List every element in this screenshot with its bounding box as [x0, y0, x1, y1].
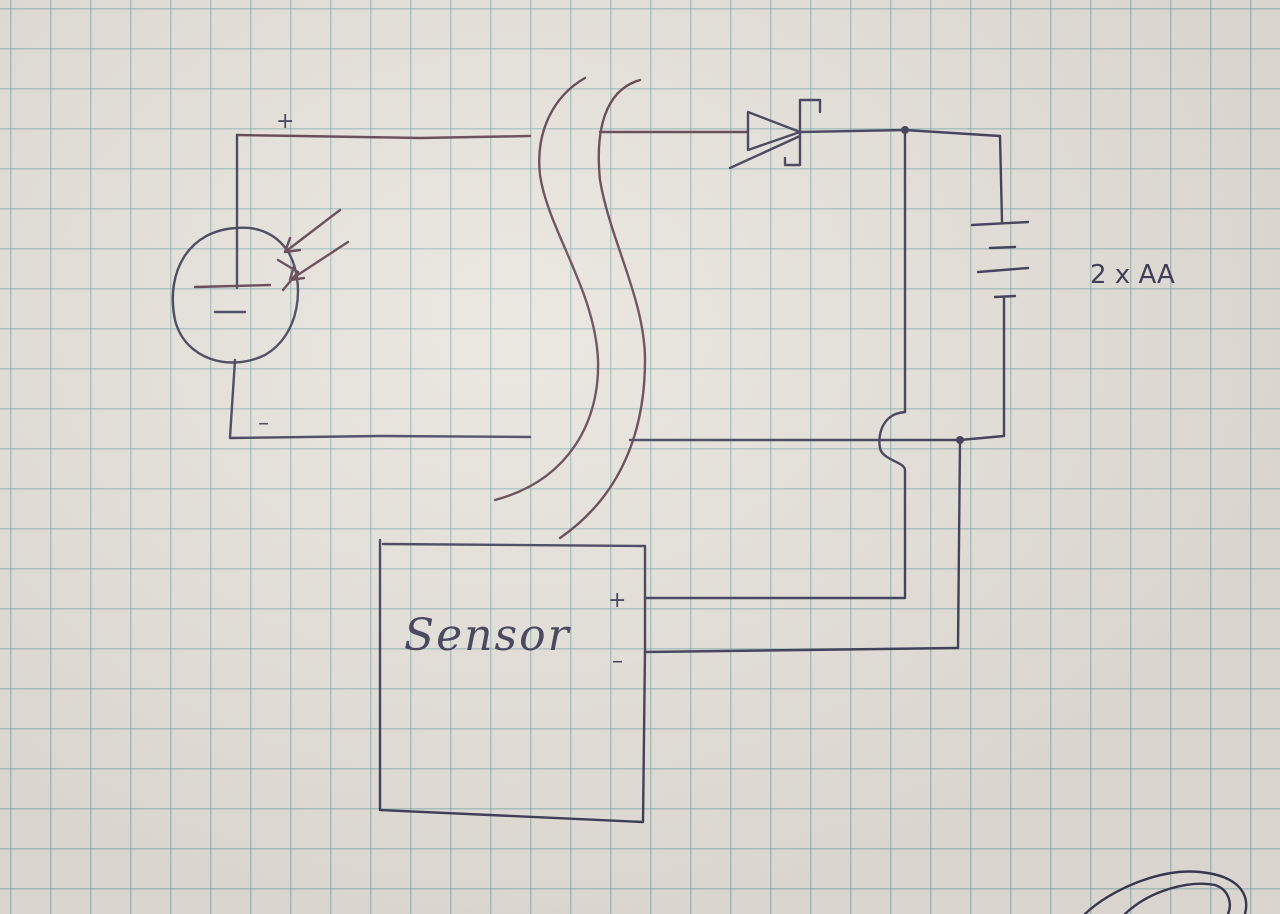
wire-top-right-b — [798, 128, 1002, 138]
wire-source-bottom — [228, 434, 532, 440]
source-circle — [171, 226, 300, 364]
scribble-bottom-right — [1083, 870, 1248, 914]
battery-icon — [970, 220, 1030, 299]
source-plate-long — [193, 283, 272, 289]
light-arrow-2 — [288, 240, 350, 282]
light-arrow-3 — [276, 258, 300, 292]
wire-ground-down — [956, 438, 962, 650]
wire-battery-top — [998, 134, 1004, 224]
sensor-label: Sensor — [404, 610, 572, 661]
sensor-box — [378, 538, 647, 824]
photo-source-icon: + – — [171, 109, 532, 440]
source-plus-label: + — [276, 109, 294, 134]
diode-bend-top — [798, 98, 822, 114]
sensor-plus-label: + — [608, 588, 626, 613]
source-minus-label: – — [258, 411, 269, 436]
battery-plate-4 — [993, 294, 1017, 299]
battery-plate-1 — [970, 220, 1030, 227]
zener-diode-icon — [728, 98, 822, 170]
scribble-bottom-right-2 — [1123, 882, 1231, 914]
wire-hop-over — [878, 410, 907, 600]
wire-source-left-bottom — [228, 358, 237, 439]
break-curve-left — [493, 76, 600, 502]
light-arrow-1 — [283, 208, 342, 254]
sensor-minus-label: – — [612, 649, 623, 674]
diode-bend-bottom — [783, 156, 802, 167]
break-marks — [493, 76, 647, 540]
wire-battery-bottom — [958, 296, 1006, 442]
battery-plate-3 — [976, 266, 1030, 274]
break-curve-right — [558, 78, 647, 540]
wire-sensor-minus — [643, 646, 960, 654]
battery-label: 2 x AA — [1090, 260, 1175, 290]
diode-slash — [728, 134, 802, 170]
diode-triangle — [746, 110, 802, 152]
sensor-block: Sensor + – — [378, 538, 647, 824]
battery-plate-2 — [988, 245, 1017, 250]
wire-source-top — [235, 133, 532, 140]
